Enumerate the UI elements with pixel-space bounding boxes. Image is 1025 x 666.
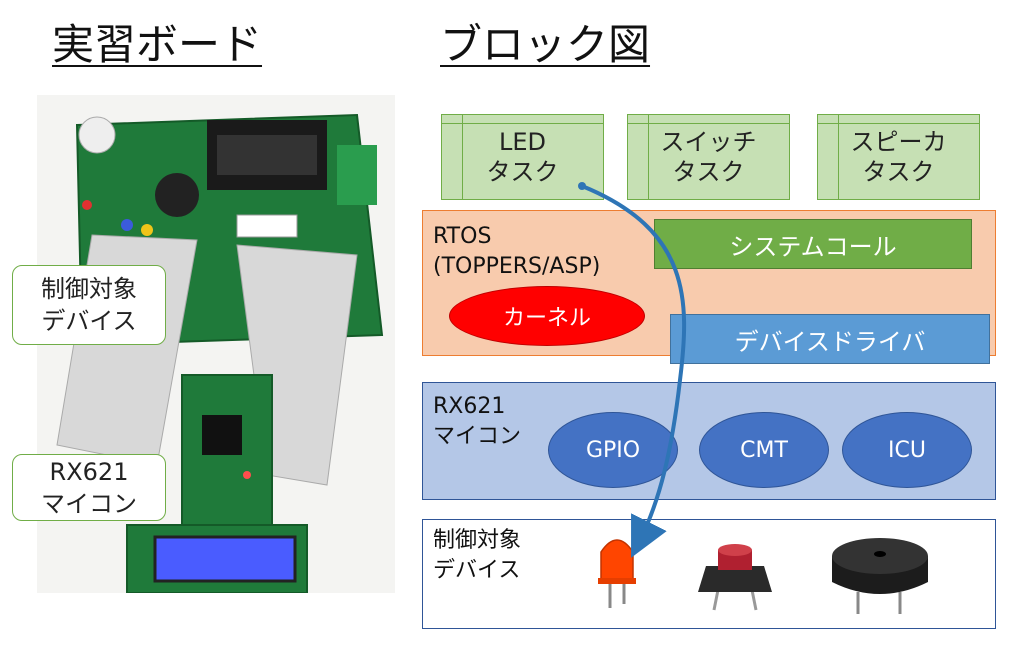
buzzer-icon <box>832 538 928 614</box>
task-speaker: スピーカ タスク <box>817 114 980 200</box>
task-speaker-label: スピーカ タスク <box>850 128 947 186</box>
task-led-label: LED タスク <box>486 128 559 186</box>
right-heading: ブロック図 <box>440 20 651 69</box>
callout-devices: 制御対象 デバイス <box>12 265 166 345</box>
arrow-path <box>581 184 687 558</box>
task-switch-label: スイッチ タスク <box>660 128 757 186</box>
cmt-block: CMT <box>699 412 829 488</box>
led-icon <box>598 539 636 608</box>
gpio-block: GPIO <box>548 412 678 488</box>
mcu-label: RX621 マイコン <box>433 394 522 449</box>
kernel-ellipse: カーネル <box>449 286 645 346</box>
switch-icon <box>698 544 772 611</box>
icu-block: ICU <box>842 412 972 488</box>
left-heading: 実習ボード <box>52 20 263 69</box>
driver-box: デバイスドライバ <box>670 314 990 364</box>
rtos-label: RTOS (TOPPERS/ASP) <box>433 224 601 279</box>
devices-label: 制御対象 デバイス <box>433 528 522 583</box>
syscall-box: システムコール <box>654 219 972 269</box>
callout-mcu: RX621 マイコン <box>12 454 166 521</box>
task-led: LED タスク <box>441 114 604 200</box>
task-switch: スイッチ タスク <box>627 114 790 200</box>
